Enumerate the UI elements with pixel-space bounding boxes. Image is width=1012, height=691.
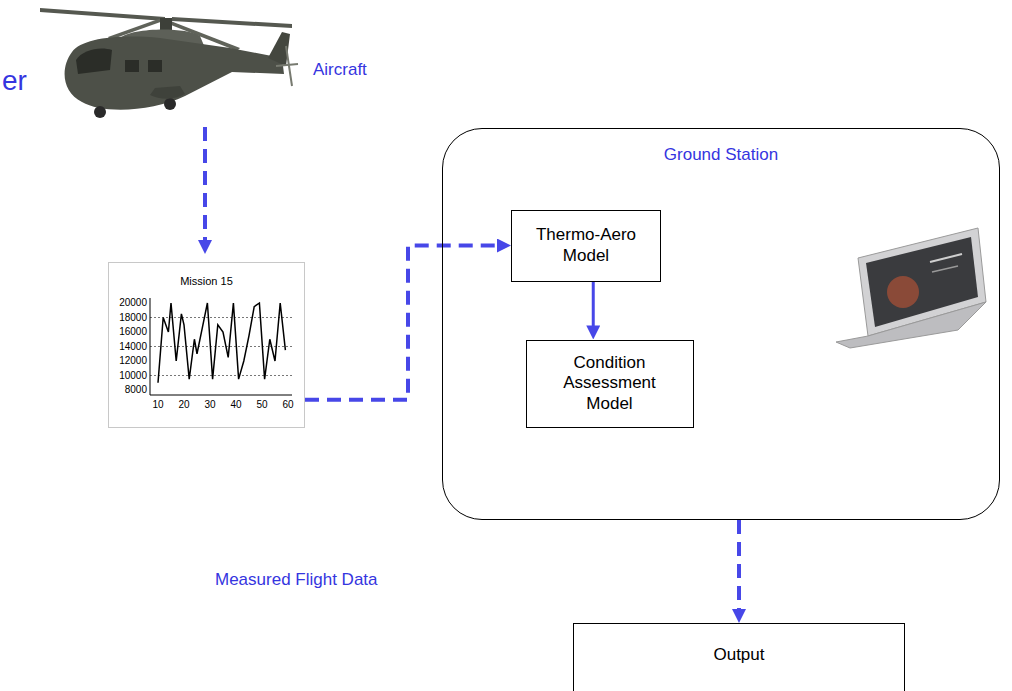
solid-arrow — [592, 282, 595, 332]
node-text: Output — [713, 645, 764, 665]
node-text: Ground Station — [664, 145, 778, 165]
axis-tick: 10000 — [119, 370, 147, 382]
sponson — [150, 86, 185, 99]
cut-off-text: er — [2, 64, 27, 98]
caption-label: Measured Flight Data — [215, 570, 378, 590]
node-text: Condition Assessment Model — [555, 353, 665, 414]
wheel — [94, 106, 106, 118]
axis-tick: 8000 — [125, 384, 147, 396]
window — [125, 60, 139, 72]
grid-line — [150, 375, 292, 376]
axis-tick: 16000 — [119, 326, 147, 338]
axis-tick: 14000 — [119, 341, 147, 353]
axis-tick: 18000 — [119, 312, 147, 324]
wheel — [164, 98, 176, 110]
axis-tick: 20 — [178, 399, 189, 411]
screen-graphic — [932, 266, 958, 272]
caption-label: Aircraft — [313, 60, 367, 80]
grid-line — [150, 317, 292, 318]
axis-tick: 30 — [204, 399, 215, 411]
dashed-arrow — [737, 520, 741, 615]
node-text: Thermo-Aero Model — [523, 225, 650, 266]
process-box: Thermo-Aero Model — [511, 210, 661, 282]
dashed-arrow — [305, 246, 503, 400]
x-axis — [150, 395, 292, 396]
data-line — [158, 303, 285, 383]
axis-tick: 12000 — [119, 355, 147, 367]
laptop-illustration — [836, 228, 986, 348]
process-box: Condition Assessment Model — [526, 340, 694, 428]
screen-graphic — [887, 276, 919, 308]
helicopter-illustration — [40, 8, 298, 118]
node-text: Mission 15 — [180, 275, 233, 288]
chart-plot — [150, 298, 292, 395]
tail-rotor — [276, 64, 298, 66]
fuselage — [65, 37, 284, 110]
axis-tick: 20000 — [119, 297, 147, 309]
y-axis — [150, 298, 151, 395]
dashed-arrow — [203, 127, 207, 246]
ground-station-box: Ground StationThermo-Aero ModelCondition… — [442, 128, 1000, 520]
screen-graphic — [930, 254, 962, 262]
laptop-base — [836, 302, 986, 348]
output-box: Output — [573, 623, 905, 691]
axis-tick: 60 — [282, 399, 293, 411]
axis-tick: 10 — [152, 399, 163, 411]
rotor-blade — [172, 17, 292, 28]
window — [148, 60, 162, 72]
rotor-blade — [40, 8, 165, 21]
axis-tick: 50 — [256, 399, 267, 411]
cockpit-window — [76, 48, 112, 74]
axis-tick: 40 — [230, 399, 241, 411]
